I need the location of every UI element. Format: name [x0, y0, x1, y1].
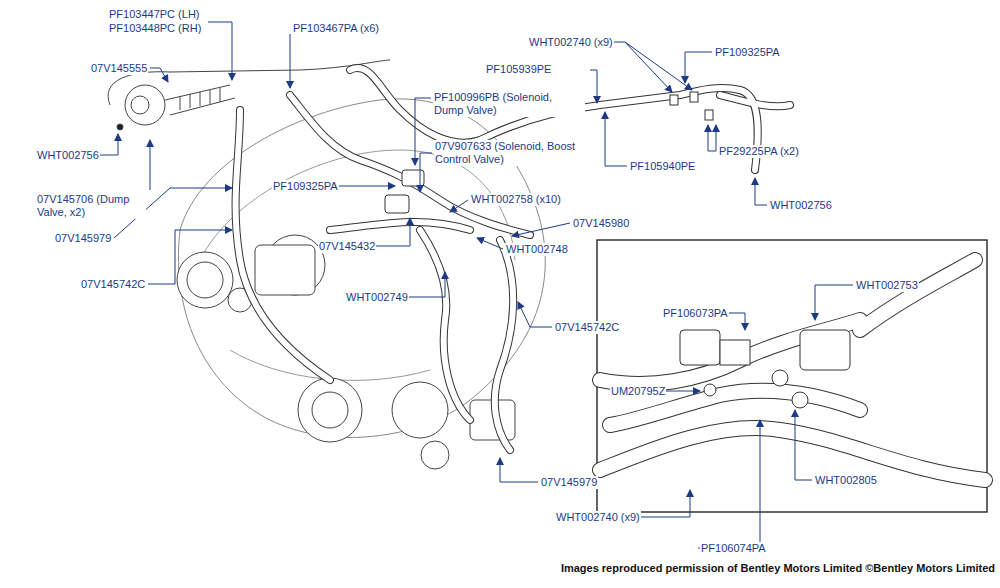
part-number: WHT002740 (x9) — [555, 511, 641, 524]
part-number: PF103447PC (LH) — [108, 8, 201, 21]
part-number: 07V145555 — [90, 62, 148, 75]
part-number: 07V145742C — [554, 321, 620, 334]
part-number: UM20795Z — [610, 385, 666, 398]
part-number: PF103467PA (x6) — [292, 22, 380, 35]
part-number: PF105939PE — [485, 63, 552, 76]
part-number: 07V145979 — [540, 476, 598, 489]
part-number: WHT002805 — [814, 474, 878, 487]
part-number: WHT002756 — [769, 199, 833, 212]
copyright-note: Images reproduced permission of Bentley … — [560, 562, 996, 575]
part-number: WHT002740 (x9) — [528, 36, 614, 49]
part-number: PF29225PA (x2) — [718, 145, 800, 158]
part-number: WHT002756 — [36, 149, 100, 162]
part-number: 07V145742C — [80, 278, 146, 291]
part-number: PF105940PE — [629, 160, 696, 173]
part-number: PF106074PA — [700, 542, 767, 555]
part-number: PF103448PC (RH) — [108, 22, 202, 35]
part-number: PF100996PB (Solenoid, Dump Valve) — [433, 91, 585, 117]
part-number: 07V145980 — [572, 217, 630, 230]
part-number: 07V145979 — [54, 232, 112, 245]
inset-frame — [597, 240, 987, 512]
leader-lines — [100, 22, 853, 548]
part-number: 07V907633 (Solenoid, Boost Control Valve… — [434, 140, 586, 166]
part-number: WHT002749 — [345, 291, 409, 304]
part-number: PF109325PA — [714, 46, 781, 59]
part-number: WHT002748 — [505, 243, 569, 256]
part-number: 07V145432 — [318, 240, 376, 253]
part-number: 07V145706 (Dump Valve, x2) — [36, 193, 146, 219]
part-number: PF106073PA — [662, 307, 729, 320]
part-number: PF109325PA — [272, 180, 339, 193]
part-number: WHT002758 (x10) — [470, 193, 562, 206]
part-number: WHT002753 — [855, 279, 919, 292]
